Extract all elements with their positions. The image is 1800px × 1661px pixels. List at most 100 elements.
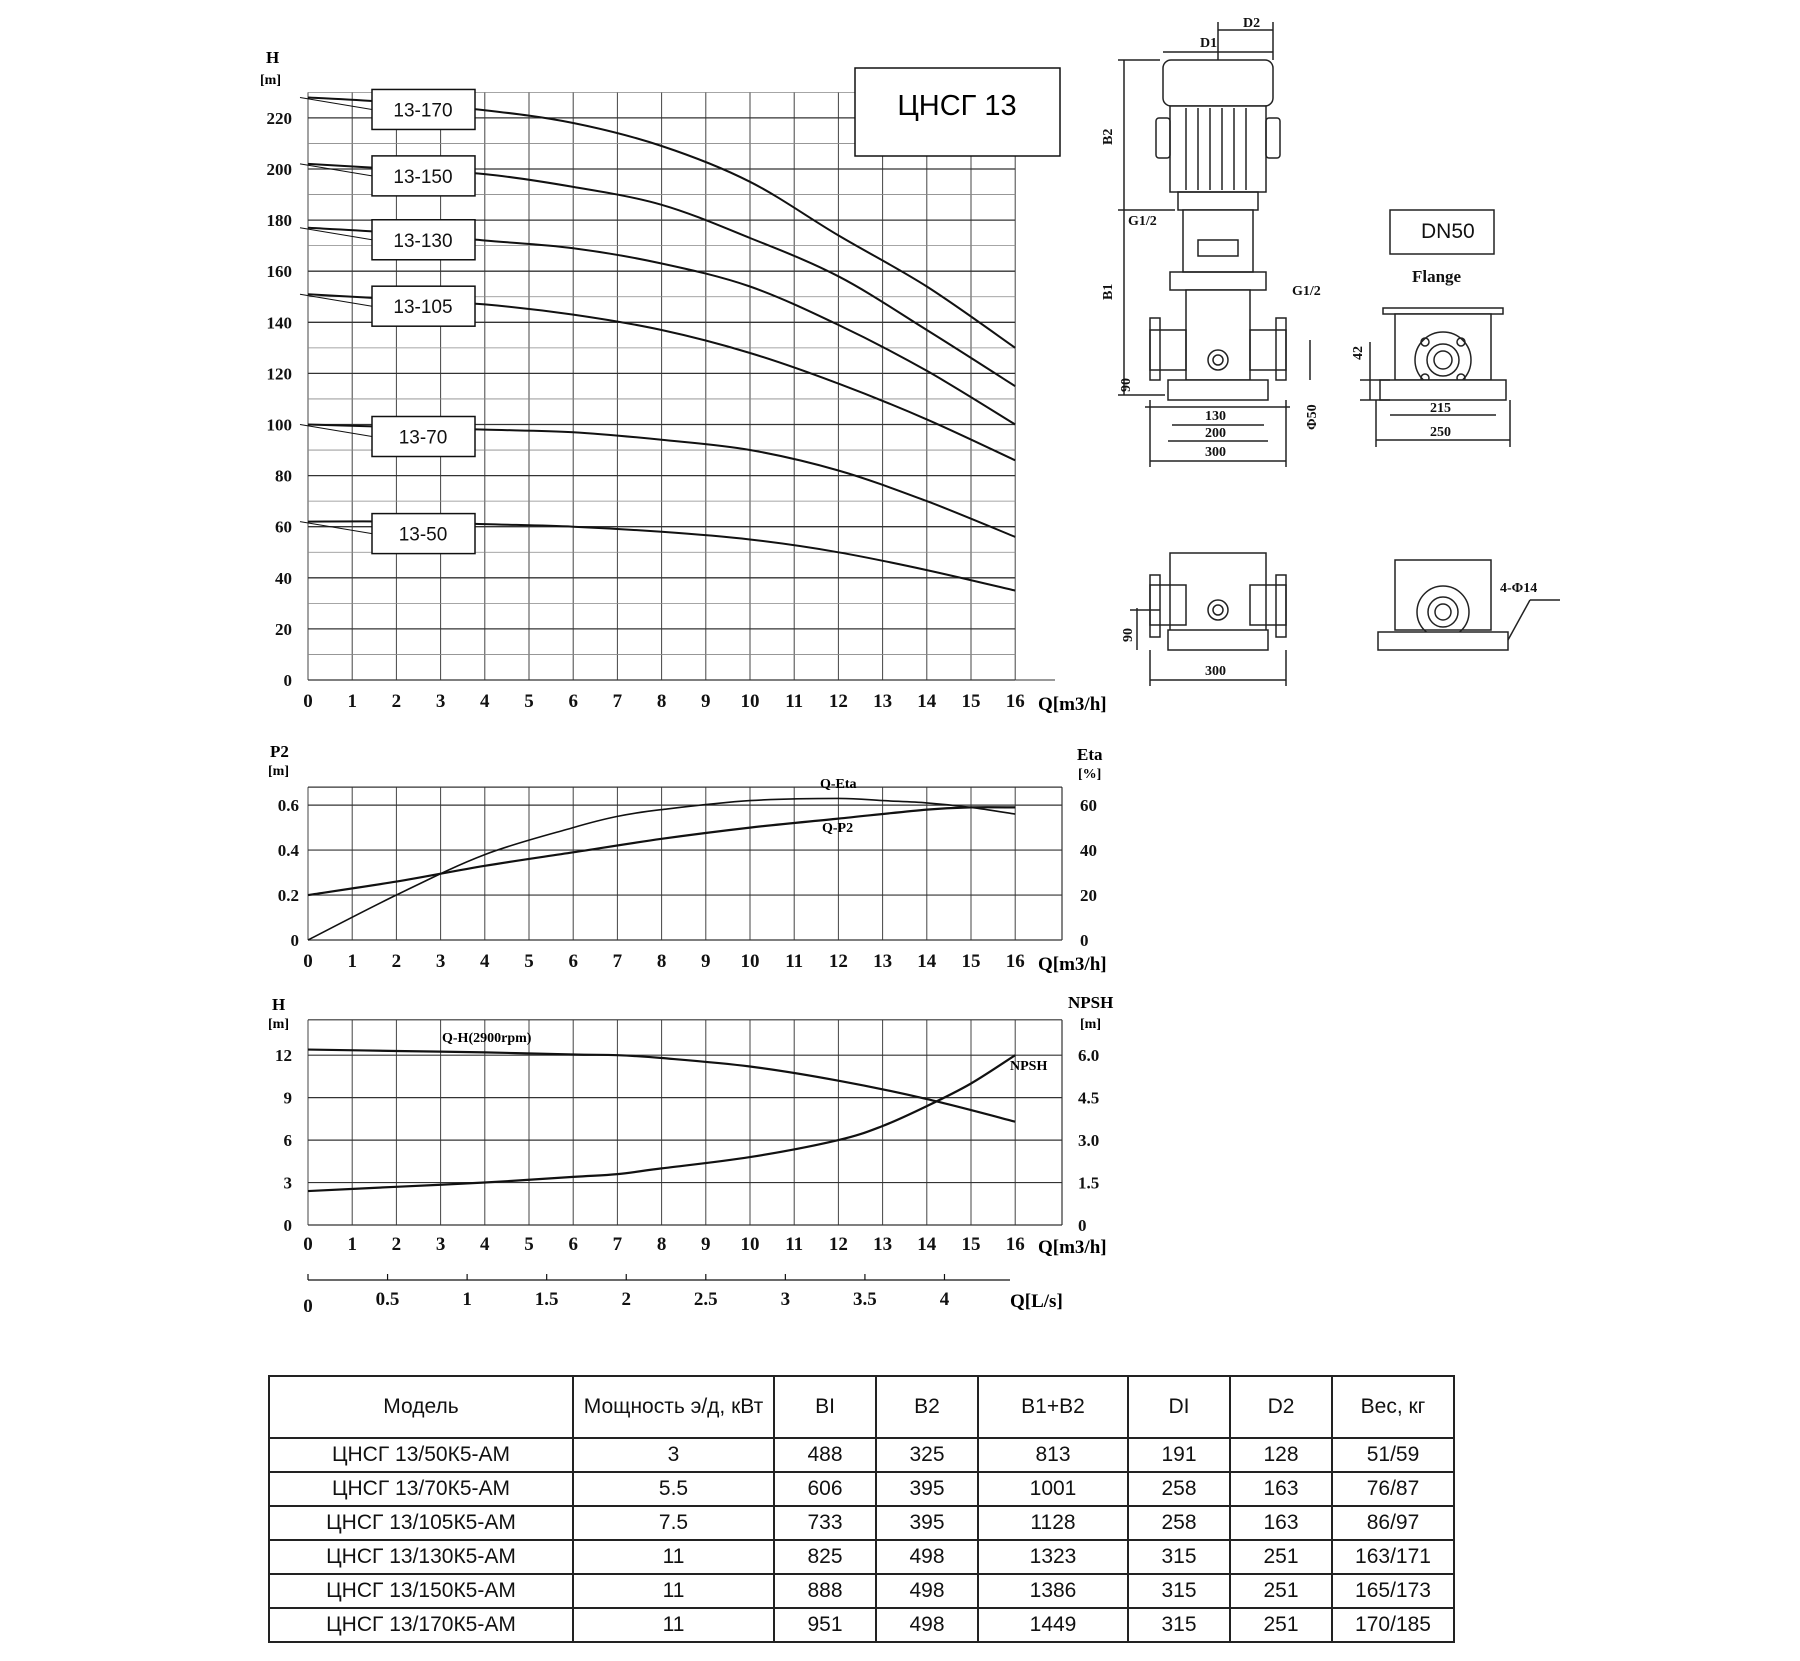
x-tick-label: 2 (392, 691, 402, 712)
x2-tick-label: 3 (781, 1289, 791, 1310)
x-tick-label: 15 (962, 1234, 981, 1255)
dim-d2: D2 (1243, 16, 1260, 31)
x-tick-label: 10 (741, 1234, 760, 1255)
x-tick-label: 1 (347, 691, 357, 712)
chart3-y2-ticks: 01.53.04.56.0 (1078, 1046, 1099, 1235)
chart3-grid (307, 1019, 1063, 1226)
y-tick-label: 120 (267, 364, 293, 383)
table-header-row: Модель Мощность э/д, кВт BI B2 B1+B2 DI … (268, 1375, 1455, 1439)
dim-215: 215 (1430, 401, 1451, 416)
chart3-curves (307, 1048, 1016, 1193)
x-tick-label: 9 (701, 691, 711, 712)
y2-tick-label: 0 (1080, 931, 1089, 950)
curve-label-leader (299, 424, 373, 437)
x2-tick-label: 2 (621, 1289, 631, 1310)
curve-label-13-170: 13-170 (393, 100, 452, 121)
chart1-y-unit: [m] (260, 73, 281, 88)
x-tick-label: 7 (613, 691, 623, 712)
x2-tick-label: 1 (462, 1289, 472, 1310)
dim-90-lower: 90 (1121, 628, 1136, 642)
x-tick-label: 1 (347, 1234, 357, 1255)
curve-label-box (371, 88, 476, 131)
y-tick-label: 6 (284, 1131, 293, 1150)
curve-label-box (371, 285, 476, 327)
dim-b1: B1 (1101, 284, 1116, 300)
qh-curve-label: Q-H(2900rpm) (442, 1031, 532, 1046)
x-tick-label: 14 (917, 951, 937, 972)
x-tick-label: 0 (303, 691, 313, 712)
x-tick-label: 6 (568, 951, 578, 972)
x-tick-label: 11 (785, 951, 803, 972)
x-tick-label: 4 (480, 691, 490, 712)
col-weight: Вес, кг (1331, 1375, 1455, 1439)
x-tick-label: 15 (962, 691, 981, 712)
x-tick-label: 4 (480, 951, 490, 972)
x2-tick-label: 3.5 (853, 1289, 877, 1310)
curve-label-leader (299, 96, 373, 110)
col-b2: B2 (875, 1375, 979, 1439)
y-tick-label: 80 (275, 467, 292, 486)
chart-title-box (854, 67, 1061, 157)
col-b1: BI (773, 1375, 877, 1439)
chart2-y-ticks: 00.20.40.6 (278, 796, 300, 950)
pump-side-view-lower (1130, 552, 1287, 686)
dim-phi50: Φ50 (1305, 404, 1320, 430)
y-tick-label: 9 (284, 1089, 293, 1108)
curve-label-13-50: 13-50 (399, 525, 448, 546)
flange-view-lower (1377, 559, 1560, 651)
y-tick-label: 140 (267, 313, 293, 332)
curve-label-leader (299, 163, 373, 177)
x-tick-label: 3 (436, 1234, 446, 1255)
y-tick-label: 0.6 (278, 796, 299, 815)
y-tick-label: 12 (275, 1046, 292, 1065)
x-tick-label: 11 (785, 691, 803, 712)
x-tick-label: 7 (613, 951, 623, 972)
x-tick-label: 8 (657, 1234, 667, 1255)
pump-dimension-drawing: D1 D2 B2 B1 G1/2 G1/2 90 130 200 300 Φ50… (1101, 16, 1560, 686)
y2-tick-label: 3.0 (1078, 1131, 1099, 1150)
curve-label-box (371, 512, 476, 555)
p2-curve-label: Q-P2 (822, 821, 853, 836)
spec-table: Модель Мощность э/д, кВт BI B2 B1+B2 DI … (268, 1375, 1455, 1643)
x-tick-label: 12 (829, 691, 848, 712)
y2-tick-label: 4.5 (1078, 1089, 1099, 1108)
x-tick-label: 14 (917, 691, 937, 712)
dim-300: 300 (1205, 445, 1226, 460)
x-tick-label: 13 (873, 691, 892, 712)
npsh-curve-label: NPSH (1010, 1059, 1047, 1074)
col-model: Модель (268, 1375, 574, 1439)
curve-label-leader (299, 521, 373, 535)
y-tick-label: 100 (267, 416, 293, 435)
y-tick-label: 0 (284, 1216, 293, 1235)
x-tick-label: 16 (1006, 1234, 1025, 1255)
curve-Q-Eta (307, 797, 1016, 941)
dim-d1: D1 (1200, 36, 1217, 51)
x-tick-label: 8 (657, 691, 667, 712)
x-tick-label: 13 (873, 1234, 892, 1255)
y-tick-label: 0 (284, 671, 293, 690)
y-tick-label: 40 (275, 569, 292, 588)
x-tick-label: 2 (392, 1234, 402, 1255)
curve-label-13-105: 13-105 (393, 297, 452, 318)
x2-tick-label: 2.5 (694, 1289, 718, 1310)
curve-label-13-70: 13-70 (399, 428, 448, 449)
x-tick-label: 5 (524, 691, 534, 712)
y2-tick-label: 40 (1080, 841, 1097, 860)
chart3-y2-label: NPSH (1068, 993, 1113, 1012)
chart2-grid (307, 786, 1063, 941)
curve-label-leader (299, 293, 373, 307)
x-tick-label: 0 (303, 1234, 313, 1255)
pump-front-view (1118, 22, 1311, 467)
x-tick-label: 9 (701, 1234, 711, 1255)
flange-view (1360, 209, 1511, 447)
x-tick-label: 10 (741, 951, 760, 972)
x-tick-label: 1 (347, 951, 357, 972)
x2-tick-label: 4 (940, 1289, 950, 1310)
